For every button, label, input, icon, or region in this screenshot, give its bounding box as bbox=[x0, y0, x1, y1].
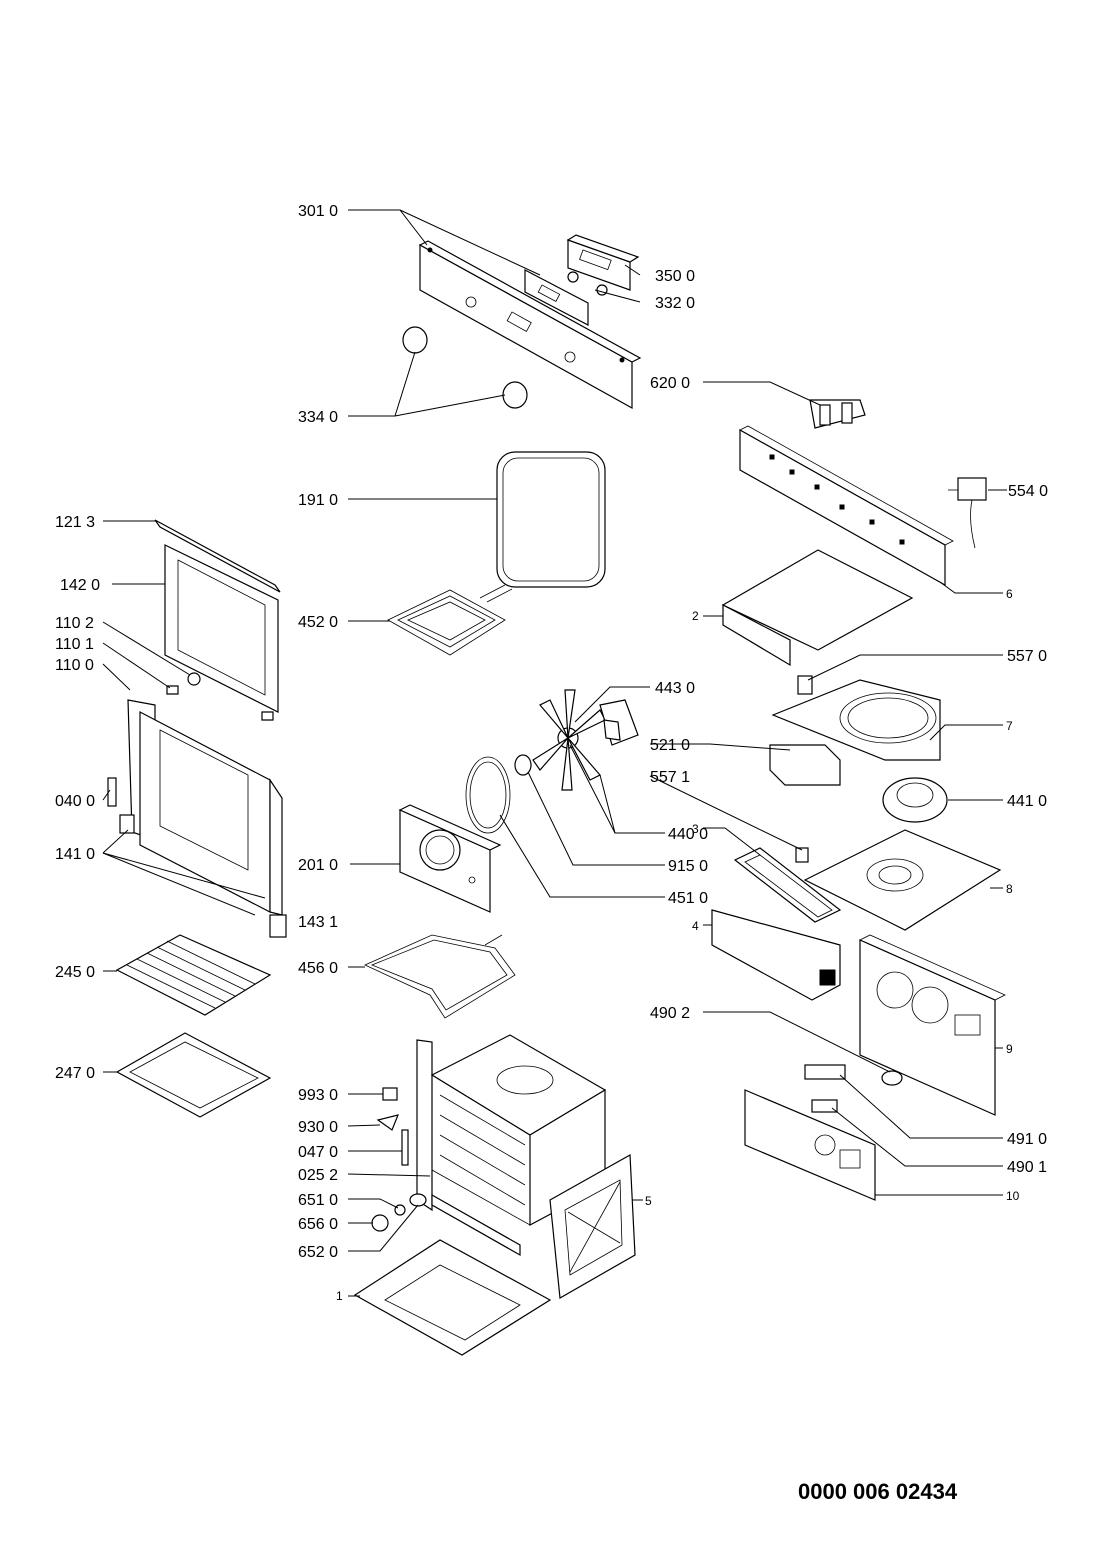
label-443-0: 443 0 bbox=[655, 680, 695, 697]
label-191-0: 191 0 bbox=[298, 492, 338, 509]
label-8: 8 bbox=[1006, 882, 1013, 896]
label-1: 1 bbox=[336, 1289, 343, 1303]
label-554-0: 554 0 bbox=[1008, 483, 1048, 500]
label-930-0: 930 0 bbox=[298, 1119, 338, 1136]
label-3: 3 bbox=[692, 822, 699, 836]
door-handle-part bbox=[154, 519, 281, 593]
label-490-1: 490 1 bbox=[1007, 1159, 1047, 1176]
hinge-part bbox=[166, 672, 274, 721]
label-993-0: 993 0 bbox=[298, 1087, 338, 1104]
back-frame-part bbox=[739, 425, 954, 587]
cap-part bbox=[881, 1070, 903, 1086]
label-2: 2 bbox=[692, 609, 699, 623]
label-451-0: 451 0 bbox=[668, 890, 708, 907]
limiter-secondary-part bbox=[795, 847, 809, 863]
label-557-1: 557 1 bbox=[650, 769, 690, 786]
limiter-part bbox=[797, 675, 813, 695]
front-frame-part bbox=[549, 1154, 636, 1299]
label-9: 9 bbox=[1006, 1042, 1013, 1056]
label-456-0: 456 0 bbox=[298, 960, 338, 977]
switch-part bbox=[809, 399, 866, 429]
back-panel-part bbox=[744, 1089, 876, 1201]
label-247-0: 247 0 bbox=[55, 1065, 95, 1082]
label-6: 6 bbox=[1006, 587, 1013, 601]
circular-heater-part bbox=[465, 756, 511, 834]
label-143-1: 143 1 bbox=[298, 914, 338, 931]
label-7: 7 bbox=[1006, 719, 1013, 733]
outer-glass-part bbox=[164, 544, 279, 713]
label-332-0: 332 0 bbox=[655, 295, 695, 312]
wiring-panel-part bbox=[711, 909, 841, 1001]
label-452-0: 452 0 bbox=[298, 614, 338, 631]
label-245-0: 245 0 bbox=[55, 964, 95, 981]
wire-shelf-part bbox=[115, 934, 272, 1016]
relay-part bbox=[769, 744, 841, 786]
grill-element-part bbox=[387, 584, 513, 656]
label-141-0: 141 0 bbox=[55, 846, 95, 863]
label-040-0: 040 0 bbox=[55, 793, 95, 810]
rear-panel-part bbox=[859, 934, 1006, 1116]
door-gasket-part bbox=[496, 451, 606, 588]
label-110-1: 110 1 bbox=[55, 636, 94, 653]
label-440-0: 440 0 bbox=[668, 826, 708, 843]
label-656-0: 656 0 bbox=[298, 1216, 338, 1233]
label-10: 10 bbox=[1006, 1189, 1020, 1203]
label-334-0: 334 0 bbox=[298, 409, 338, 426]
label-620-0: 620 0 bbox=[650, 375, 690, 392]
label-201-0: 201 0 bbox=[298, 857, 338, 874]
label-121-3: 121 3 bbox=[55, 514, 95, 531]
baking-tray-part bbox=[115, 1032, 272, 1118]
clock-module-part bbox=[566, 234, 640, 296]
fan-base-plate-part bbox=[803, 829, 1002, 931]
air-duct-part bbox=[733, 847, 842, 923]
label-490-2: 490 2 bbox=[650, 1005, 690, 1022]
label-4: 4 bbox=[692, 919, 699, 933]
label-025-2: 025 2 bbox=[298, 1167, 338, 1184]
drawing-code: 0000 006 02434 bbox=[798, 1479, 958, 1504]
cooling-fan-part bbox=[882, 777, 948, 823]
leader-lines bbox=[102, 209, 1007, 1297]
label-521-0: 521 0 bbox=[650, 737, 690, 754]
fan-cover-part bbox=[398, 804, 502, 913]
label-491-0: 491 0 bbox=[1007, 1131, 1047, 1148]
label-557-0: 557 0 bbox=[1007, 648, 1047, 665]
label-110-2: 110 2 bbox=[55, 615, 94, 632]
control-panel-part bbox=[418, 240, 642, 410]
label-110-0: 110 0 bbox=[55, 657, 94, 674]
inner-door-part bbox=[127, 699, 283, 916]
fan-blade-part bbox=[532, 689, 606, 791]
label-441-0: 441 0 bbox=[1007, 793, 1047, 810]
label-5: 5 bbox=[645, 1194, 652, 1208]
label-652-0: 652 0 bbox=[298, 1244, 338, 1261]
fan-motor-part bbox=[599, 699, 639, 746]
lower-heater-part bbox=[364, 934, 516, 1019]
thermostat-part bbox=[948, 477, 987, 549]
label-047-0: 047 0 bbox=[298, 1144, 338, 1161]
label-301-0: 301 0 bbox=[298, 203, 338, 220]
terminal-block-part bbox=[804, 1064, 846, 1113]
label-651-0: 651 0 bbox=[298, 1192, 338, 1209]
fan-spacer-part bbox=[514, 754, 532, 776]
control-bracket-part bbox=[524, 269, 589, 326]
label-350-0: 350 0 bbox=[655, 268, 695, 285]
part-labels: 301 0 350 0 332 0 334 0 620 0 191 0 554 … bbox=[55, 203, 1048, 1303]
door-clip-part bbox=[107, 777, 287, 938]
label-142-0: 142 0 bbox=[60, 577, 100, 594]
top-cover-part bbox=[721, 549, 914, 667]
bottom-plate-part bbox=[353, 1239, 552, 1356]
knob-part bbox=[402, 326, 528, 409]
label-915-0: 915 0 bbox=[668, 858, 708, 875]
